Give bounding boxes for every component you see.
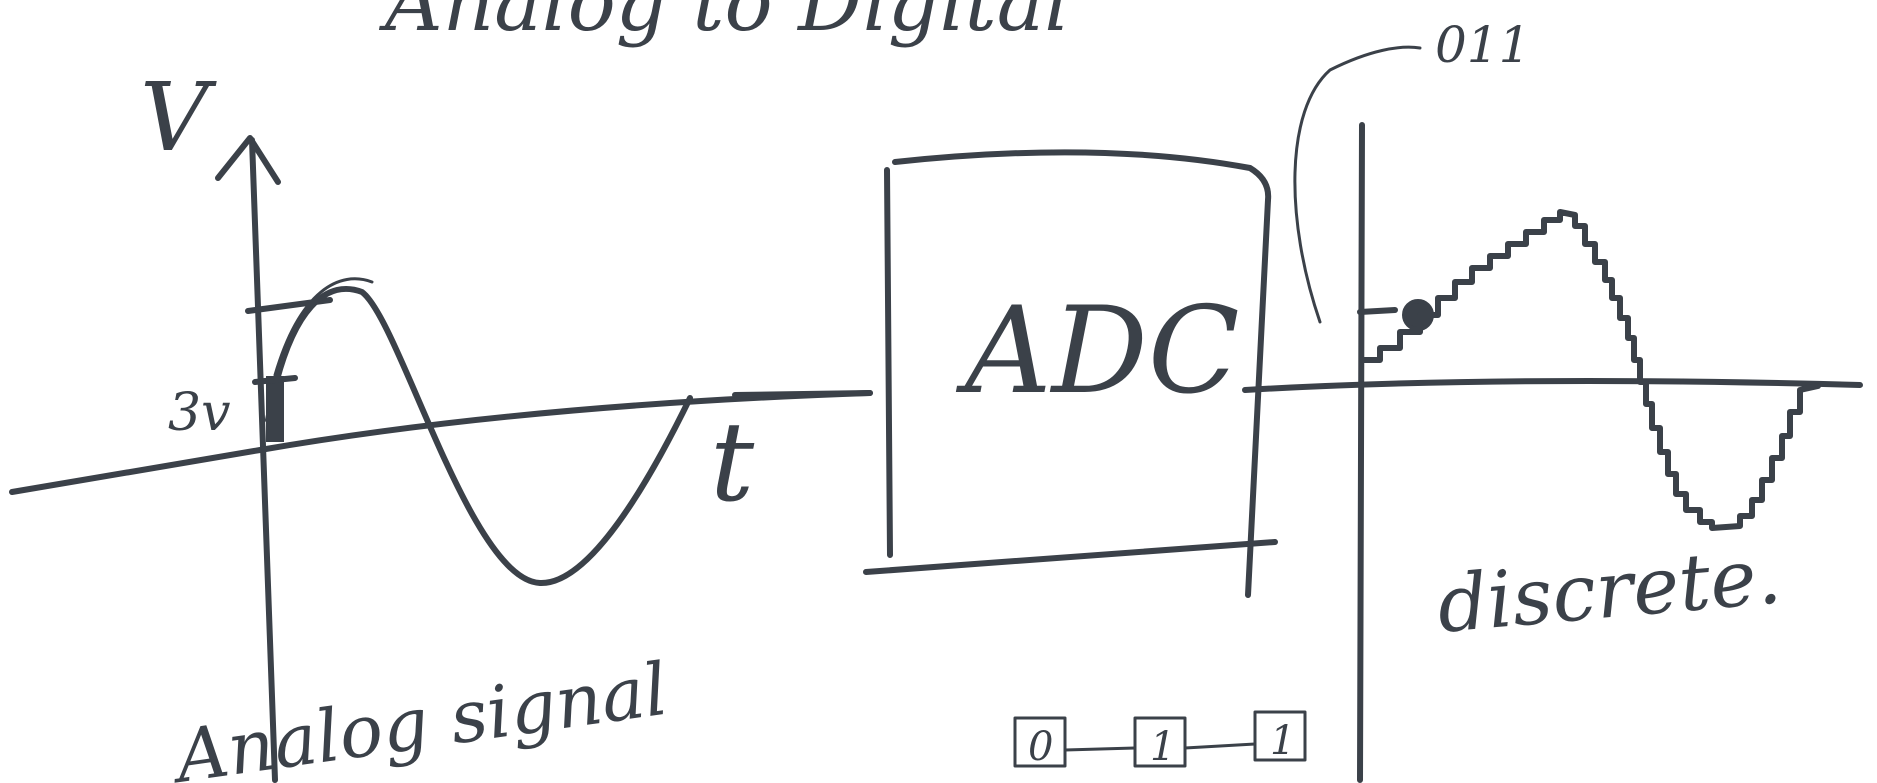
adc-left-edge <box>884 167 893 558</box>
adc-bit-1: 0 <box>1028 724 1053 770</box>
adc-bottom-edge <box>863 539 1278 575</box>
digital-x-axis <box>1242 378 1863 393</box>
digital-caption: discrete. <box>1434 531 1785 651</box>
analog-caption-line1: Analog signal <box>165 647 673 783</box>
analog-x-axis-label: t <box>710 398 755 526</box>
analog-level-tick <box>252 375 298 385</box>
adc-bit-box-1 <box>1013 716 1067 768</box>
analog-y-axis <box>249 137 278 783</box>
analog-sine-wave <box>265 286 693 587</box>
adc-top-edge <box>892 149 1272 203</box>
digital-plot: 011 discrete. <box>1242 16 1863 783</box>
digital-staircase-signal <box>1359 209 1821 531</box>
adc-right-edge <box>1245 197 1271 598</box>
analog-sample-mark <box>266 376 284 442</box>
analog-y-axis-label: V <box>140 63 217 173</box>
adc-input-line <box>732 390 873 398</box>
code-callout-line <box>1293 45 1422 324</box>
diagram-title: Analog to Digital <box>378 0 1070 49</box>
digital-sample-level-line <box>1357 307 1398 315</box>
adc-bit-2: 1 <box>1150 724 1175 770</box>
adc-block: ADC 0 1 1 <box>732 149 1307 770</box>
adc-bit-box-2 <box>1133 716 1187 768</box>
digital-y-axis <box>1357 122 1365 783</box>
adc-bit-3: 1 <box>1270 718 1295 764</box>
digital-code-label: 011 <box>1435 16 1530 74</box>
adc-bit-box-3 <box>1253 710 1307 762</box>
analog-y-axis-arrow <box>215 135 281 185</box>
adc-bit-links <box>1063 742 1257 752</box>
adc-label: ADC <box>955 282 1240 421</box>
analog-wave-retrace <box>273 277 374 377</box>
analog-plot: V t 3v Analog signal <box>9 63 873 783</box>
analog-level-label: 3v <box>168 383 230 443</box>
